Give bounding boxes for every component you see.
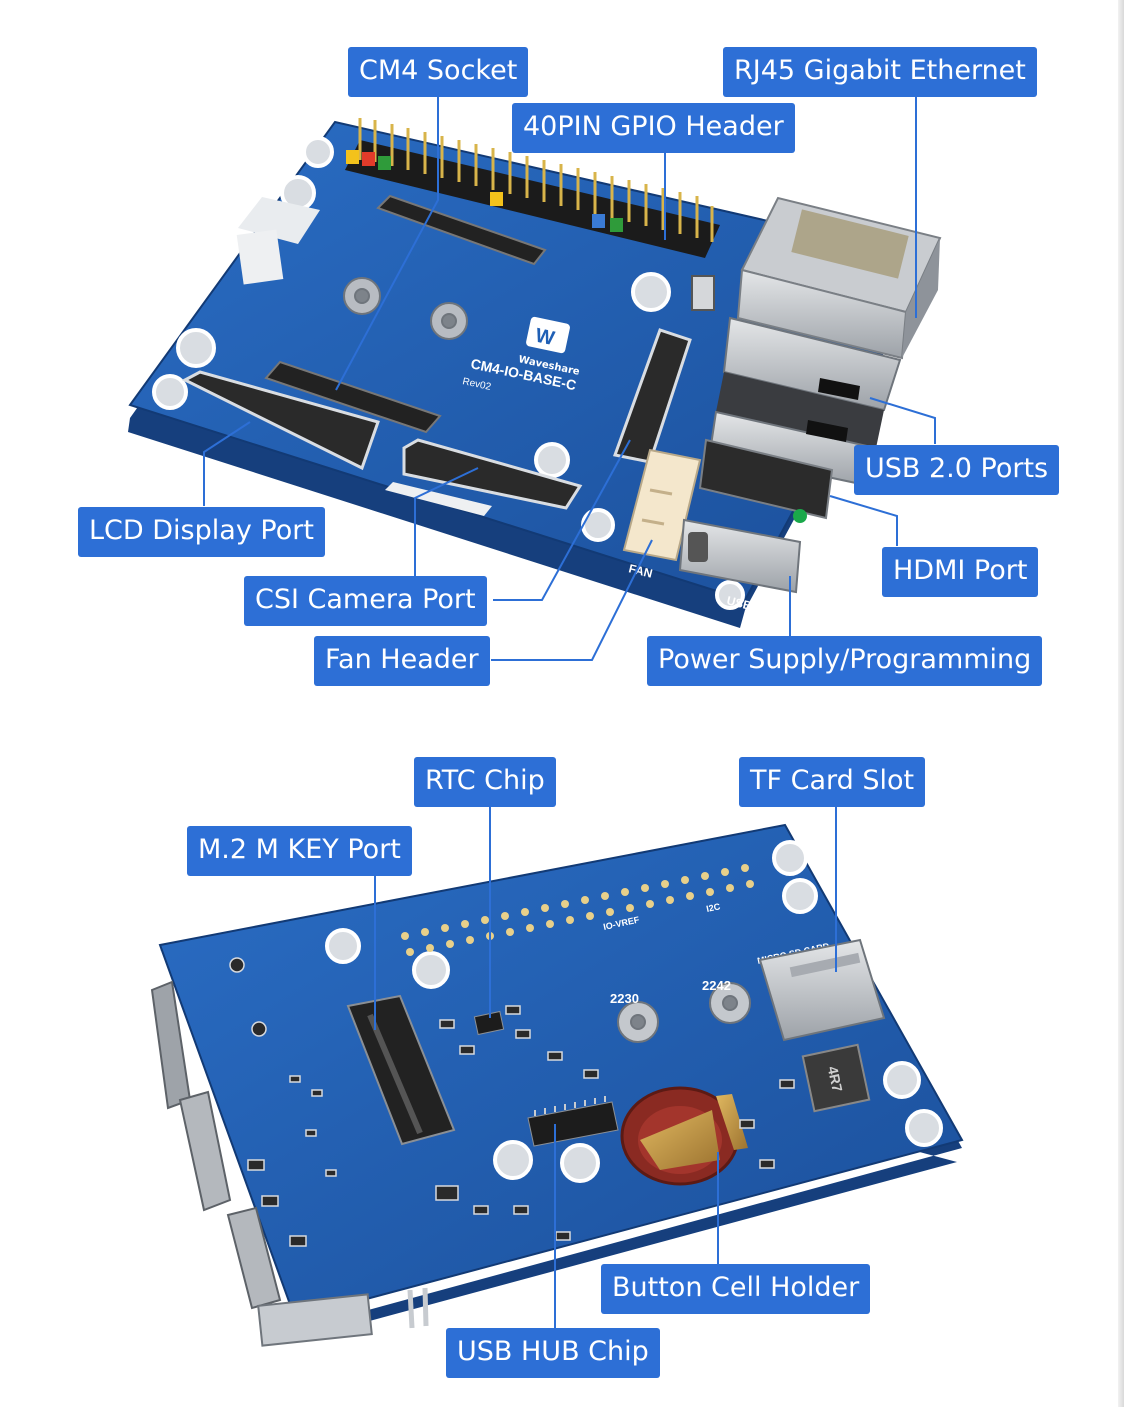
smd-components: [229, 957, 795, 1247]
power-inductor: 4R7: [801, 1043, 871, 1113]
label-gpio-header: 40PIN GPIO Header: [512, 103, 795, 153]
silk-2242: 2242: [702, 978, 731, 993]
hdmi-connector: [698, 438, 834, 523]
page-right-edge: [1118, 0, 1124, 1407]
svg-text:W: W: [533, 325, 556, 350]
button-cell-holder: [620, 1086, 748, 1186]
m2-key-connector: [346, 994, 456, 1146]
usb2-stacked-ports: [708, 316, 902, 488]
top-board: W Waveshare CM4-IO-BASE-C Rev02 FAN USB: [128, 118, 942, 628]
bottom-gpio-pads: [401, 864, 754, 956]
tf-card-slot: [758, 938, 886, 1042]
leader-fan: [491, 539, 653, 661]
label-usb2-ports: USB 2.0 Ports: [854, 445, 1060, 495]
top-standoff-screws: [343, 277, 468, 340]
bottom-side-connectors: [150, 980, 429, 1347]
label-lcd-port: LCD Display Port: [78, 507, 325, 557]
label-tf-card-slot: TF Card Slot: [739, 757, 926, 807]
label-usb-hub-chip: USB HUB Chip: [446, 1328, 660, 1378]
silk-i2c: I2C: [705, 901, 721, 914]
silk-usb: USB: [725, 593, 753, 613]
side-fpc-connector: [612, 328, 692, 464]
m2-standoffs: [617, 982, 751, 1043]
label-csi-port: CSI Camera Port: [244, 576, 487, 626]
bottom-mounting-holes: [325, 840, 943, 1183]
lcd-fpc-connector: [181, 370, 380, 471]
usb-c-connector: [678, 518, 802, 594]
label-power-programming: Power Supply/Programming: [647, 636, 1043, 686]
bottom-board: 2230 2242 IO-VREF I2C MICRO SD CARD: [150, 823, 964, 1347]
label-m2-key-port: M.2 M KEY Port: [187, 826, 412, 876]
fan-header-connector: [622, 448, 702, 562]
leader-hdmi: [829, 495, 898, 546]
boot-switch: [691, 275, 715, 311]
label-fan-header: Fan Header: [314, 636, 490, 686]
rj45-jack: [736, 196, 942, 360]
silk-inductor: 4R7: [825, 1065, 846, 1094]
csi-fpc-connector: [402, 438, 583, 510]
leader-usb2: [869, 397, 936, 444]
leader-lcd: [203, 421, 251, 506]
leader-cm4-socket: [335, 97, 439, 391]
gpio-color-caps: [346, 150, 623, 232]
label-hdmi-port: HDMI Port: [882, 547, 1039, 597]
leader-lines: [203, 97, 936, 1330]
label-button-cell-holder: Button Cell Holder: [601, 1264, 871, 1314]
label-cm4-socket: CM4 Socket: [348, 47, 529, 97]
top-mounting-holes: [152, 136, 745, 610]
silk-2230: 2230: [610, 991, 639, 1006]
leader-csi-right: [493, 439, 631, 601]
usb-hub-chip: [527, 1096, 619, 1147]
leader-csi: [414, 467, 479, 576]
rtc-chip: [473, 1010, 505, 1036]
label-rj45: RJ45 Gigabit Ethernet: [723, 47, 1037, 97]
label-rtc-chip: RTC Chip: [414, 757, 556, 807]
cm4-socket-connectors: [264, 194, 547, 434]
